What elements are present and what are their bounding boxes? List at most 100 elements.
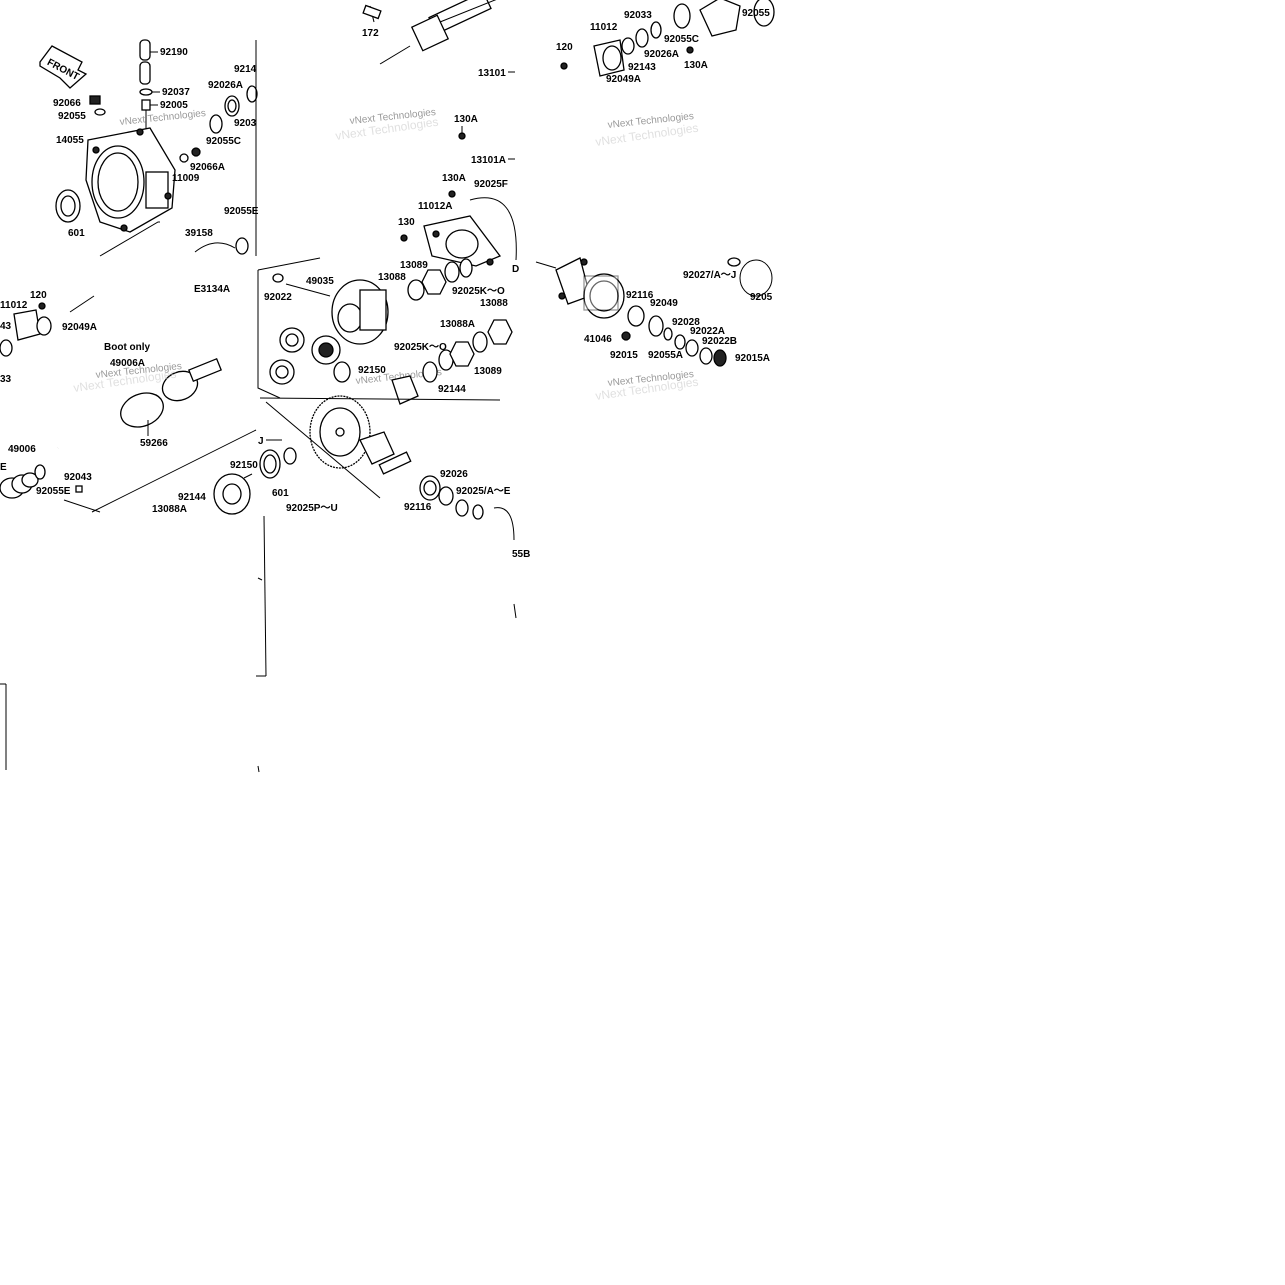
cv-axle-shaft	[57, 357, 223, 450]
bevel-gear	[269, 327, 341, 385]
part-label: 49006A	[110, 358, 145, 369]
part-label: 92150	[358, 365, 386, 376]
part-label: 14055	[56, 135, 84, 146]
part-label: 130A	[442, 173, 466, 184]
part-label: 92025P～U	[286, 503, 338, 514]
part-label: 601	[68, 228, 85, 239]
part-label: 13088A	[440, 319, 475, 330]
part-label: 92055C	[664, 34, 699, 45]
panel-pinion-housing: 92027/A～J 9205 92116 92049 92028 92022A …	[535, 257, 773, 389]
figure-id: E3134A	[194, 284, 230, 295]
part-label: 92055	[742, 8, 770, 19]
rear-housing	[699, 0, 775, 37]
part-label: 92143	[628, 62, 656, 73]
part-label: 92055C	[206, 136, 241, 147]
part-label: 92022A	[690, 326, 725, 337]
part-label: 92022B	[702, 336, 737, 347]
pin-part	[139, 39, 151, 61]
part-label: D	[512, 264, 519, 275]
pinion-gear	[359, 431, 412, 475]
panel-axle-shaft: E3134A 120 11012 43 92049A 33 Boot only …	[0, 284, 257, 770]
boot-part	[0, 472, 39, 499]
part-label: E	[0, 462, 7, 473]
part-label: 9203	[234, 118, 257, 129]
part-label: 92022	[264, 292, 292, 303]
part-label: 11012A	[418, 201, 452, 212]
part-label: 92015A	[735, 353, 770, 364]
part-label: 92144	[438, 384, 466, 395]
part-label: 13089	[474, 366, 502, 377]
pinion-housing	[555, 257, 625, 319]
boot-only-label: Boot only	[104, 342, 151, 353]
part-label: 92055A	[648, 350, 683, 361]
bearing-cover-plate	[423, 215, 502, 267]
panel-hub: J 92150 601 92144 13088A 92025P～U	[152, 436, 338, 773]
part-label: J	[258, 436, 264, 447]
bolt-part	[89, 95, 101, 105]
panel-differential: 92022 49035 92150 vNext Technologies	[257, 257, 530, 619]
part-label: 39158	[185, 228, 213, 239]
part-label: 11012	[590, 22, 618, 33]
ring-gear	[309, 395, 371, 469]
part-label: 92025/A～E	[456, 486, 511, 497]
part-label: 130A	[684, 60, 708, 71]
part-label: 9205	[750, 292, 773, 303]
part-label: 92049	[650, 298, 678, 309]
part-label: 13088	[378, 272, 406, 283]
shaft-yoke	[410, 0, 497, 52]
part-label: 92190	[160, 47, 188, 58]
gear-case-housing	[85, 127, 176, 233]
differential-case	[331, 279, 389, 345]
part-label: 92026	[440, 469, 468, 480]
part-label: 92055	[58, 111, 86, 122]
part-label: 120	[30, 290, 47, 301]
part-label: 92025K～O	[394, 342, 447, 353]
part-label: 13089	[400, 260, 428, 271]
pin-part	[139, 61, 151, 85]
part-label: 49035	[306, 276, 334, 287]
part-label: 92028	[672, 317, 700, 328]
part-label: 130	[398, 217, 415, 228]
part-label: 92027/A～J	[683, 270, 736, 281]
part-label: 92066	[53, 98, 81, 109]
part-label: 13101A	[471, 155, 506, 166]
part-label: 92055E	[36, 486, 71, 497]
part-label: 33	[0, 374, 12, 385]
part-label: 130A	[454, 114, 478, 125]
part-label: 49006	[8, 444, 36, 455]
part-label: 11009	[172, 173, 200, 184]
part-label: 43	[0, 321, 12, 332]
part-label: 92116	[404, 502, 432, 513]
part-label: 92150	[230, 460, 258, 471]
part-label: 92055E	[224, 206, 259, 217]
part-label: 9214	[234, 64, 257, 75]
part-label: 92066A	[190, 162, 225, 173]
part-label: 92033	[624, 10, 652, 21]
plug-part	[141, 99, 151, 111]
part-label: 55B	[512, 549, 530, 560]
part-label: 13088A	[152, 504, 187, 515]
panel-rear-seal: 92033 92055 11012 120 92026A 92143 92049…	[556, 0, 775, 131]
part-label: 41046	[584, 334, 612, 345]
front-arrow-icon: FRONT	[39, 45, 88, 89]
part-label: 13101	[478, 68, 506, 79]
part-label: 92049A	[606, 74, 641, 85]
part-label: 13088	[480, 298, 508, 309]
part-label: 120	[556, 42, 573, 53]
part-label: 92037	[162, 87, 190, 98]
part-label: 172	[362, 28, 379, 39]
part-label: 601	[272, 488, 289, 499]
part-label: 92026A	[208, 80, 243, 91]
part-label: 92025K～O	[452, 286, 505, 297]
oring-part	[139, 88, 153, 96]
part-label: 11012	[0, 300, 28, 311]
part-label: 92116	[626, 290, 654, 301]
part-label: 59266	[140, 438, 168, 449]
hub-flange	[213, 473, 251, 515]
part-label: 92015	[610, 350, 638, 361]
part-label: 92005	[160, 100, 188, 111]
part-label: 92043	[64, 472, 92, 483]
part-label: 92144	[178, 492, 206, 503]
